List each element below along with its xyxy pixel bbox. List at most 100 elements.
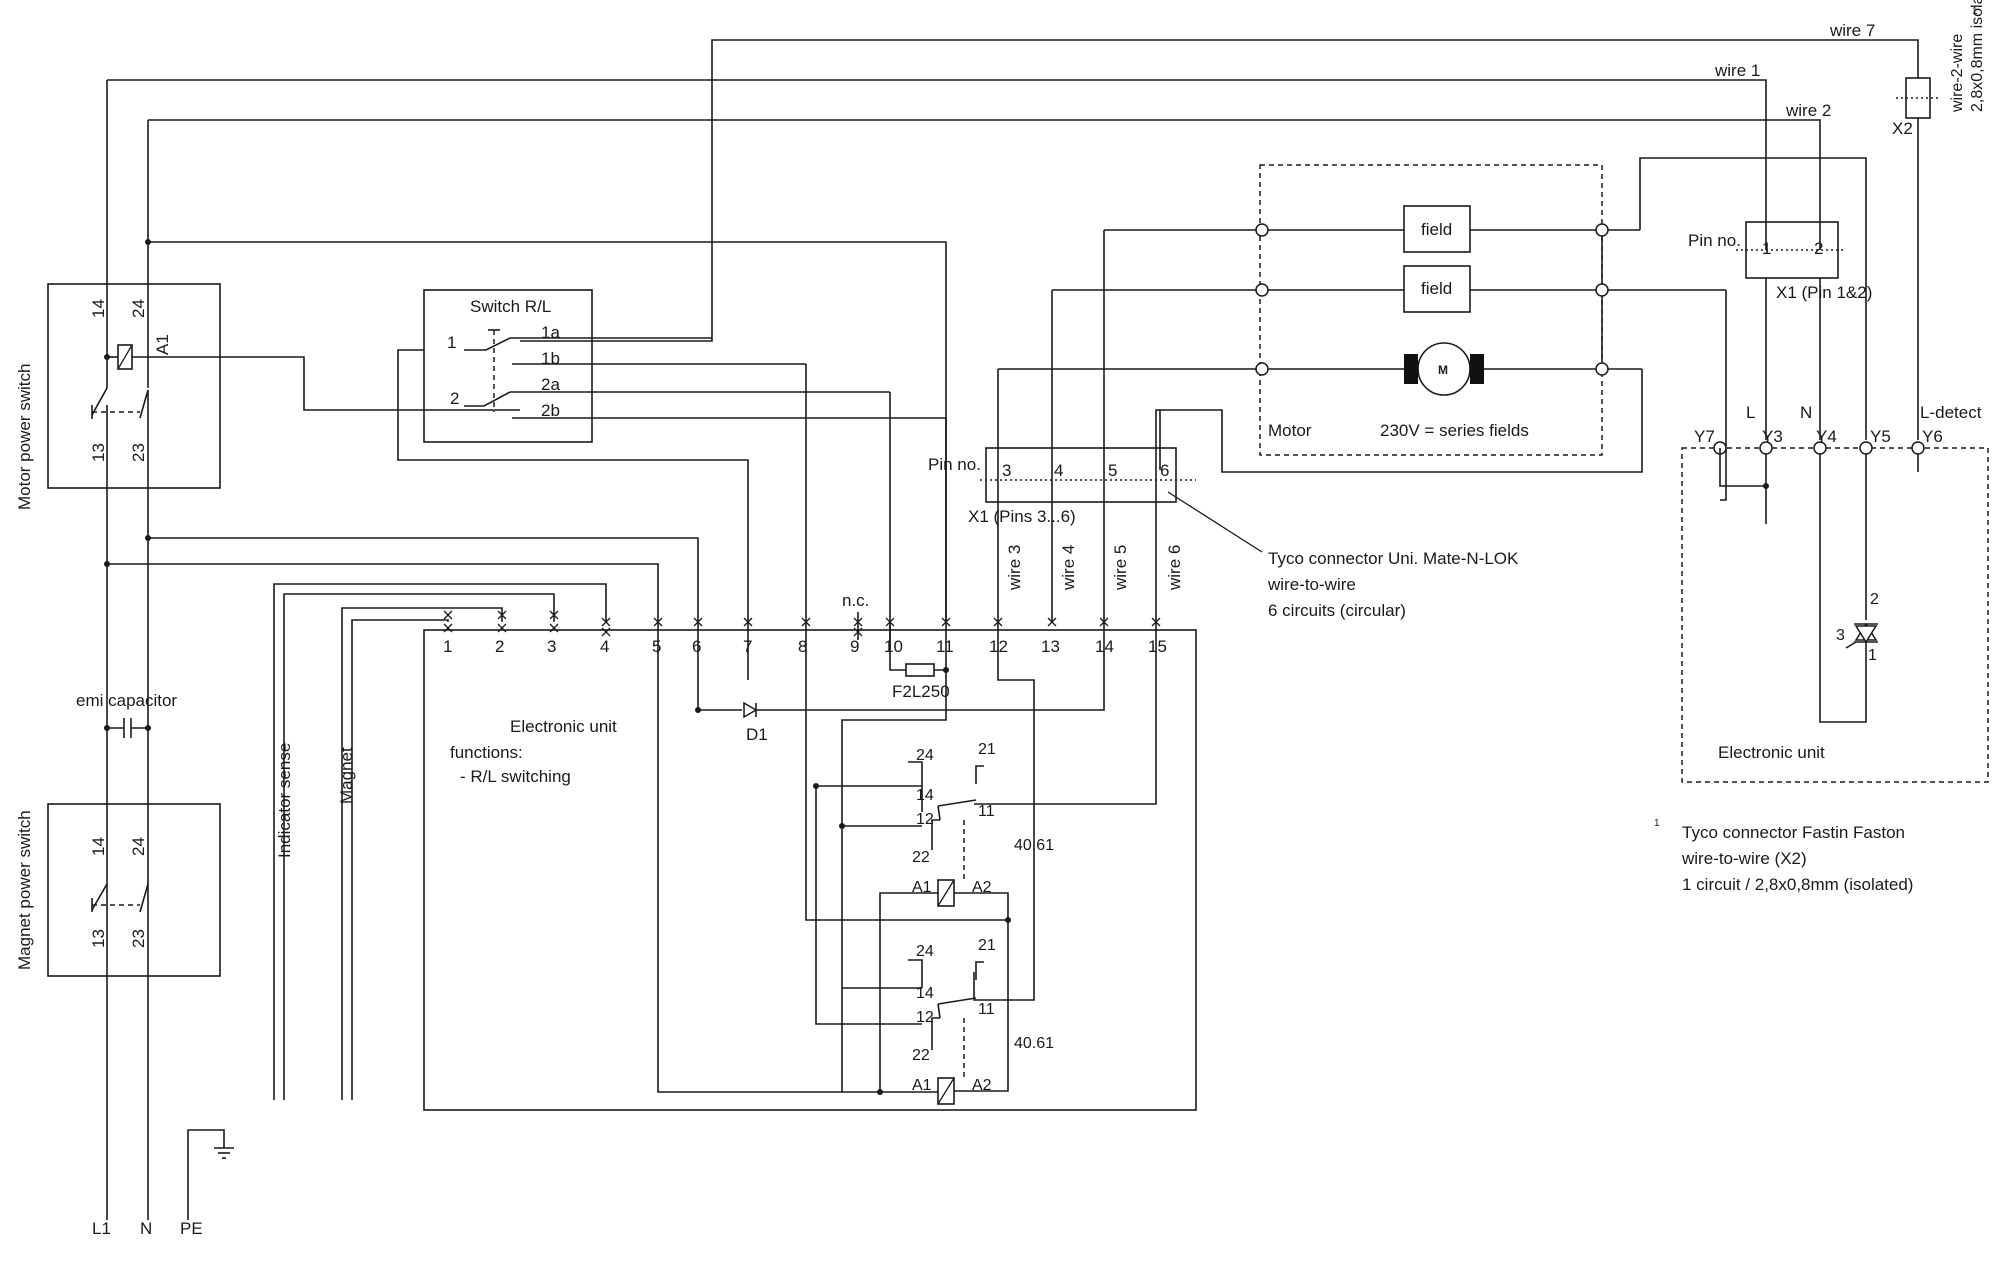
terminal-2: 2	[495, 637, 504, 656]
sw-2a: 2a	[541, 375, 560, 394]
motor-power-switch: Motor power switch 14 24 A1 13 23	[15, 283, 520, 510]
x1-pins-1-2: Pin no. 1 2 X1 (Pin 1&2)	[1688, 221, 1872, 440]
r1-a2: A2	[972, 879, 992, 896]
x2-note-a: wire-2-wire	[1949, 34, 1966, 113]
ms-24: 24	[129, 299, 148, 318]
wire5-label: wire 5	[1111, 545, 1130, 591]
ms-14: 14	[89, 299, 108, 318]
motor-label: Motor	[1268, 421, 1312, 440]
triac-3: 3	[1836, 627, 1845, 644]
emi-capacitor: emi capacitor	[76, 691, 177, 738]
relay-2: 24 21 14 12 11 22 A1 A2 40.61	[815, 786, 1054, 1105]
eu-func: functions:	[450, 743, 523, 762]
motor-m: M	[1438, 363, 1448, 377]
terminal-15: 15	[1148, 637, 1167, 656]
terminal-10: 10	[884, 637, 903, 656]
r2-22: 22	[912, 1047, 930, 1064]
x2-note-b: 2,8x0,8mm isolated	[1969, 0, 1986, 112]
motor-block: Motor 230V = series fields field field M	[998, 164, 1726, 456]
magnet-label: Magnet	[337, 747, 356, 804]
pin-no-b: Pin no.	[1688, 231, 1741, 250]
terminal-4: 4	[600, 637, 609, 656]
sw-1b: 1b	[541, 349, 560, 368]
x2-label: X2	[1892, 119, 1913, 138]
r1-21: 21	[978, 741, 996, 758]
eu-title: Electronic unit	[510, 717, 617, 736]
switch-rl: Switch R/L 1 2 1a 1b 2a 2b	[397, 289, 947, 623]
terminal-6: 6	[692, 637, 701, 656]
terminal-1: 1	[443, 637, 452, 656]
sw-2: 2	[450, 389, 459, 408]
wire2-label: wire 2	[1785, 101, 1831, 120]
nc-label: n.c.	[842, 591, 869, 610]
magnet-power-switch: Magnet power switch 14 24 13 23	[15, 803, 221, 977]
mg-14: 14	[89, 837, 108, 856]
n-label: N	[140, 1219, 152, 1238]
mg-13: 13	[89, 929, 108, 948]
switch-rl-title: Switch R/L	[470, 297, 551, 316]
r2-11: 11	[978, 1001, 995, 1018]
tyco2-a: Tyco connector Fastin Faston	[1682, 823, 1905, 842]
sw-1: 1	[447, 333, 456, 352]
field1-label: field	[1421, 220, 1452, 239]
relay-1: 24 21 14 12 11 22 A1 A2 40.61	[813, 741, 1054, 1092]
terminal-11: 11	[936, 637, 954, 656]
l1-label: L1	[92, 1219, 111, 1238]
mg-23: 23	[129, 929, 148, 948]
r1-type: 40.61	[1014, 837, 1054, 854]
pin-no-a: Pin no.	[928, 455, 981, 474]
tyco2-b: wire-to-wire (X2)	[1681, 849, 1807, 868]
r2-a1: A1	[912, 1077, 932, 1094]
wire6-label: wire 6	[1165, 545, 1184, 591]
tyco1-a: Tyco connector Uni. Mate-N-LOK	[1268, 549, 1519, 568]
indicator-label: Indicator sense	[275, 743, 294, 858]
x1-pin2: 2	[1814, 239, 1823, 258]
r1-a1: A1	[912, 879, 932, 896]
wire4-label: wire 4	[1059, 545, 1078, 591]
motor-switch-label: Motor power switch	[15, 364, 34, 510]
x1-p4: 4	[1054, 461, 1063, 480]
terminal-5: 5	[652, 637, 661, 656]
electronic-unit-right: Electronic unit L N L-detect Y7 Y3 Y4 Y5…	[1681, 403, 1989, 783]
y3-label: Y3	[1762, 427, 1783, 446]
y5-label: Y5	[1870, 427, 1891, 446]
sw-1a: 1a	[541, 323, 560, 342]
x2-connector: X2 wire-2-wire 2,8x0,8mm isolated 1	[1892, 0, 1986, 440]
ldetect-label: L-detect	[1920, 403, 1982, 422]
mg-24: 24	[129, 837, 148, 856]
sw-2b: 2b	[541, 401, 560, 420]
tyco1-c: 6 circuits (circular)	[1268, 601, 1406, 620]
fuse-label: F2L250	[892, 682, 950, 701]
x1-p5: 5	[1108, 461, 1117, 480]
x1-p3: 3	[1002, 461, 1011, 480]
x1-pins12-label: X1 (Pin 1&2)	[1776, 283, 1872, 302]
ms-23: 23	[129, 443, 148, 462]
tyco2-c: 1 circuit / 2,8x0,8mm (isolated)	[1682, 875, 1913, 894]
ms-13: 13	[89, 443, 108, 462]
y6-label: Y6	[1922, 427, 1943, 446]
triac-1: 1	[1868, 647, 1877, 664]
x2-footnote-mark: 1	[1972, 6, 1978, 17]
field2-label: field	[1421, 279, 1452, 298]
eu-rl: - R/L switching	[460, 767, 571, 786]
pe-label: PE	[180, 1219, 203, 1238]
terminal-3: 3	[547, 637, 556, 656]
n-right-label: N	[1800, 403, 1812, 422]
ms-a1: A1	[153, 334, 172, 355]
r2-type: 40.61	[1014, 1035, 1054, 1052]
tyco1-b: wire-to-wire	[1267, 575, 1356, 594]
r2-a2: A2	[972, 1077, 992, 1094]
r1-22: 22	[912, 849, 930, 866]
wire1-label: wire 1	[1714, 61, 1760, 80]
r2-12: 12	[916, 1009, 934, 1026]
tyco2-mark: 1	[1654, 818, 1660, 829]
x1-pin1: 1	[1762, 239, 1771, 258]
magnet-switch-label: Magnet power switch	[15, 810, 34, 970]
electronic-unit-main: Electronic unit functions: - R/L switchi…	[275, 591, 1197, 1111]
x1-pins-3-6: Pin no. 3 4 5 6 X1 (Pins 3...6)	[928, 230, 1263, 622]
x1-p6: 6	[1160, 461, 1169, 480]
d1-label: D1	[746, 725, 768, 744]
eu-right-title: Electronic unit	[1718, 743, 1825, 762]
r1-11: 11	[978, 803, 995, 820]
top-wires	[106, 39, 1919, 1220]
